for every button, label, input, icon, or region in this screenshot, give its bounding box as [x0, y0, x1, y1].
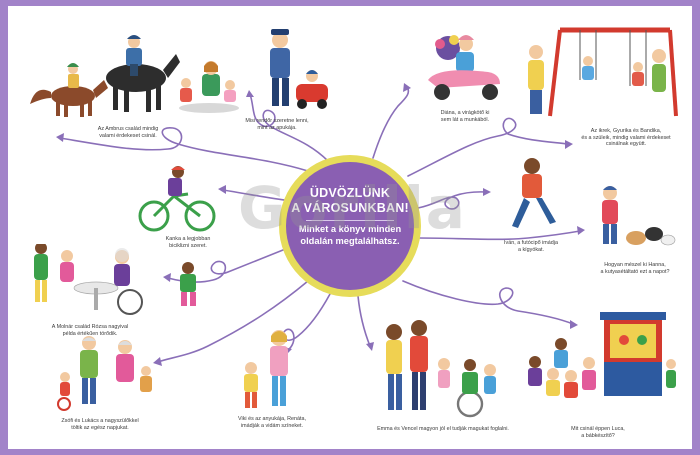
caption-line: Iván, a futócipő imádja [504, 240, 558, 246]
poster-page: ÜDVÖZLÜNK A VÁROSUNKBAN! Minket a könyv … [8, 6, 692, 449]
twins-swing-illustration [528, 27, 678, 117]
welcome-title-line1: ÜDVÖZLÜNK [309, 186, 391, 200]
dog-walker-illustration [602, 186, 676, 246]
welcome-badge: ÜDVÖZLÜNK A VÁROSUNKBAN! Minket a könyv … [279, 155, 421, 297]
caption-line: Diána, a virágkötő ki [440, 110, 490, 116]
caption-line: Az ikrek, Gyurika és Bandika, [590, 128, 662, 134]
caption-line: a kutyasétáltató ezt a napot? [600, 268, 670, 275]
welcome-title: ÜDVÖZLÜNK A VÁROSUNKBAN! [286, 186, 414, 216]
caption-line: töltik az egész napjukat. [71, 424, 129, 431]
arrowhead-emma [366, 342, 374, 351]
florist-scooter-illustration [428, 35, 500, 100]
emma-vencel-illustration [386, 320, 496, 418]
arrowhead-misi [246, 90, 254, 97]
arrow-molnar [167, 245, 294, 283]
connector-arrows [56, 83, 585, 366]
ambrus-family-illustration [30, 35, 180, 117]
arrowhead-molnar [163, 273, 171, 282]
arrow-ivan [417, 191, 487, 210]
caption-hanna: Hogyan mészel ki Hanna,a kutyasétáltató … [580, 262, 690, 275]
caption-line: Viki és az anyukája, Renáta, [238, 416, 306, 422]
caption-line: imádják a vidám színeket. [240, 422, 304, 429]
welcome-subtitle-line2: oldalán megtalálhatsz. [300, 235, 400, 246]
caption-line: Az Ambrus család mindig [97, 126, 159, 132]
caption-line: a kígyókat. [517, 246, 545, 253]
skater-child-illustration [180, 262, 196, 306]
caption-mi: Mit csinál éppen Luca,a bábkészítő? [548, 426, 648, 439]
caption-line: Misi rendőr szeretne lenni, [245, 118, 309, 124]
caption-line: csinálnak együtt. [605, 141, 647, 148]
welcome-title-line2: A VÁROSUNKBAN! [291, 201, 409, 215]
arrow-diana [372, 85, 410, 159]
arrowhead-hanna [577, 226, 585, 235]
policeman-illustration [270, 29, 328, 109]
arrow-emma [357, 295, 371, 347]
welcome-disc: ÜDVÖZLÜNK A VÁROSUNKBAN! Minket a könyv … [286, 162, 414, 290]
runner-illustration [512, 158, 556, 228]
arrowhead-diana [403, 83, 411, 92]
arrowhead-ambrus [56, 133, 64, 142]
arrowhead-ikrek [565, 140, 573, 149]
welcome-divider [306, 220, 394, 221]
cyclist-illustration [138, 166, 216, 232]
arrow-ambrus [59, 127, 309, 172]
arrowhead-mi [570, 320, 578, 329]
caption-line: mint az apukája. [257, 124, 297, 131]
caption-line: Emma és Vencel magyon jól el tudják magu… [377, 426, 509, 432]
caption-misi: Misi rendőr szeretne lenni,mint az apuká… [232, 118, 322, 131]
watermark: Gorilla [238, 174, 467, 242]
puppet-theatre-illustration [528, 312, 676, 398]
caption-line: A Molnár család Rózsa nagyival [51, 324, 129, 330]
arrow-misi [249, 93, 329, 162]
caption-line: biciklizni szeret. [169, 242, 207, 249]
grandparents-illustration [57, 336, 152, 411]
caption-line: Mit csinál éppen Luca, [571, 426, 625, 432]
molnar-family-illustration [34, 244, 143, 315]
arrow-zsofi [157, 280, 309, 363]
arrow-hanna [417, 230, 581, 241]
family-picnic-illustration [179, 61, 239, 113]
caption-line: a bábkészítő? [581, 432, 615, 439]
caption-line: valami érdekeset csinál. [99, 132, 157, 139]
arrowhead-ivan [483, 188, 491, 196]
welcome-subtitle-line1: Minket a könyv minden [298, 224, 402, 234]
caption-line: Hogyan mészel ki Hanna, [604, 262, 666, 268]
welcome-subtitle: Minket a könyv minden oldalán megtalálha… [288, 224, 412, 247]
caption-ikrek: Az ikrek, Gyurika és Bandika,és a szülei… [566, 128, 686, 148]
caption-emma: Emma és Vencel magyon jól el tudják magu… [368, 426, 518, 433]
caption-line: Kanka a legjobban [165, 236, 211, 242]
caption-viki: Viki és az anyukája, Renáta,imádják a vi… [222, 416, 322, 429]
arrowhead-zsofi [153, 357, 162, 366]
viki-mother-illustration [244, 330, 288, 408]
arrow-mi [402, 280, 574, 325]
caption-line: Zsófi és Lukács a nagyszülőkkel [61, 418, 139, 424]
arrowhead-kanka [218, 185, 226, 194]
caption-line: sem lát a munkából. [440, 116, 490, 123]
caption-line: példa értékűen törődik. [62, 330, 118, 337]
arrow-ikrek [407, 117, 569, 177]
caption-line: és a szüleik, mindig valami érdekeset [581, 134, 671, 141]
